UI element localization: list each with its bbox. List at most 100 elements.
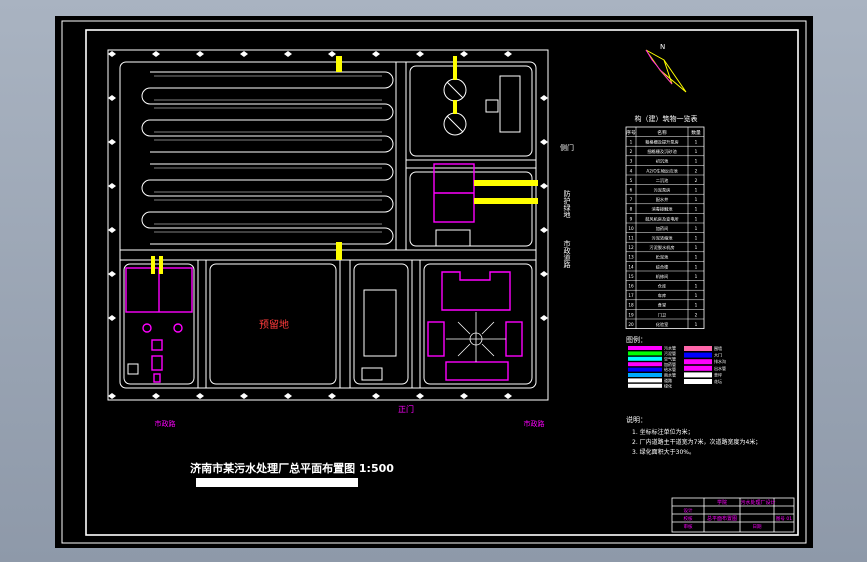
structure-table-header: 名称 [657,129,667,136]
structure-table-cell: 1 [695,255,698,260]
tree-marker [460,393,468,399]
structure-table-cell: 1 [695,197,698,202]
structure-table-cell: 1 [695,226,698,231]
north-label: N [660,43,665,51]
structure-table-cell: 1 [695,274,698,279]
tree-marker [108,271,116,277]
structure-table-cell: 5 [630,178,633,183]
structure-table-cell: 车库 [658,292,666,299]
sludge-well-2 [173,323,183,333]
tree-marker [284,393,292,399]
drawing-background [55,16,813,548]
structure-table-cell: 1 [695,293,698,298]
north-arrow: N [645,43,687,93]
tree-marker [108,95,116,101]
structure-table-cell: 综合楼 [656,263,669,270]
tank-serpentine-1 [141,71,394,153]
structure-table-cell: 11 [628,236,634,241]
structure-table-cell: 1 [695,303,698,308]
legend-label: 给水管 [664,366,676,372]
structure-table-cell: 4 [630,168,633,173]
structure-table-cell: 7 [630,197,633,202]
legend-label: 绿化 [664,382,672,388]
legend-label: 围墙 [714,345,722,351]
pipe-7 [151,256,155,274]
tree-marker [196,51,204,57]
title-underline-bar [196,478,358,487]
aeration-tanks-lower [141,163,394,245]
clarifier-1-arm [446,81,464,99]
structure-table-cell: 8 [630,207,633,212]
structure-table-cell: 化验室 [656,321,669,328]
reserve-area [209,263,337,385]
legend-label: 大门 [714,352,722,358]
storage-box [361,367,383,381]
structure-table-cell: 污泥脱水机房 [649,244,674,251]
legend-swatch [628,373,662,377]
structure-table-cell: 仓库 [658,283,666,290]
aux-zone [353,263,409,385]
legend-label: 污水管 [664,345,676,351]
site-plan [107,49,549,401]
legend-label: 排水沟 [714,358,726,364]
reserve-label: 预留地 [259,318,289,331]
structure-table-cell: 1 [695,216,698,221]
tree-marker [108,139,116,145]
tree-marker [152,51,160,57]
tree-marker [108,393,116,399]
structure-table-cell: 1 [695,207,698,212]
legend-swatch [684,359,712,365]
structure-table-cell: 加药间 [656,225,669,232]
vertical-label-road: 市政道路 [563,239,571,269]
sludge-outlet [153,373,161,383]
clarifier-2-arm [446,115,464,133]
structure-table-cell: 1 [630,140,633,145]
legend-label: 花坛 [714,378,722,384]
office-zone [423,263,533,385]
canteen [445,361,509,381]
structure-table-cell: 12 [628,245,634,250]
legend-swatch [684,352,712,358]
structure-table-cell: 二沉池 [656,177,669,184]
legend-swatch [628,346,662,350]
perimeter-road [119,61,537,389]
structure-table-cell: 鼓风机房及变电所 [645,215,679,222]
title-block-label-design: 设计 [684,507,693,514]
tree-marker [372,51,380,57]
tree-marker [540,183,548,189]
tree-marker [540,315,548,321]
small-house [127,363,139,375]
structure-table-cell: 13 [628,255,634,260]
tree-marker [196,393,204,399]
treatment-zone-middle [409,171,533,247]
legend-label: 空气管 [664,355,676,361]
legend-swatch [684,372,712,378]
structure-table-cell: 16 [628,284,634,289]
title-block-drawing-name: 总平面布置图 [707,515,737,522]
legend-swatch [684,365,712,371]
structure-table-header: 序号 [626,129,636,136]
legend-swatch [628,351,662,356]
structure-table-cell: 配水井 [656,196,669,203]
structure-table-cell: 1 [695,149,698,154]
structure-table-cell: 18 [628,303,634,308]
tree-marker [416,51,424,57]
pump-well [485,99,499,113]
legend-label: 出水管 [714,365,726,371]
pipe-3 [453,100,457,114]
legend-swatch [628,383,662,388]
tree-marker [284,51,292,57]
dosing-room [435,229,471,247]
structure-table-cell: 污泥泵房 [654,187,671,194]
tree-marker [540,271,548,277]
structure-table-frame [625,126,705,330]
tree-marker [504,51,512,57]
structure-table-cell: 1 [695,264,698,269]
note-3: 3. 绿化面积大于30%。 [632,448,695,456]
legend-swatch [684,346,712,351]
structure-table-header: 数量 [691,129,701,136]
sheet-inner-border [85,29,799,536]
